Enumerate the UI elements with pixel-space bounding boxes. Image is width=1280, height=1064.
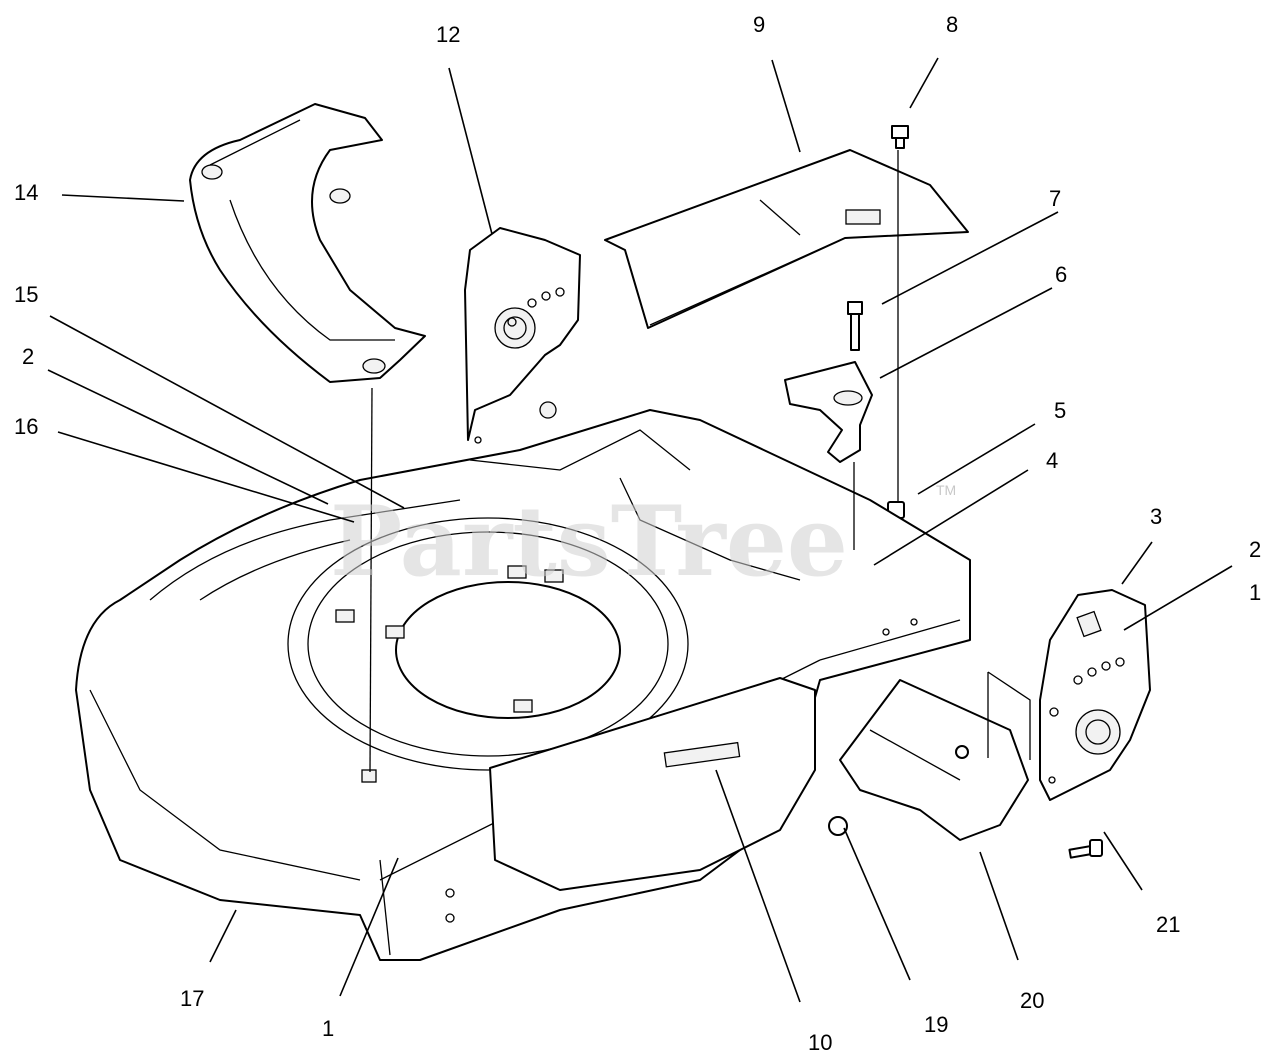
assembly-lines <box>369 150 1031 773</box>
callout-1-right: 1 <box>1249 580 1261 605</box>
callout-14: 14 <box>14 180 38 205</box>
callout-2-right: 2 <box>1249 537 1261 562</box>
part-12-left-bracket <box>464 227 581 444</box>
part-6-bracket <box>784 361 873 463</box>
callout-4: 4 <box>1046 448 1058 473</box>
callout-15: 15 <box>14 282 38 307</box>
callout-9: 9 <box>753 12 765 37</box>
callout-7: 7 <box>1049 186 1061 211</box>
part-9-rear-flap <box>604 149 969 329</box>
callout-16: 16 <box>14 414 38 439</box>
callout-21: 21 <box>1156 912 1180 937</box>
part-7-bolt <box>847 301 863 351</box>
callout-12: 12 <box>436 22 460 47</box>
callout-1-bottom: 1 <box>322 1016 334 1041</box>
callout-17: 17 <box>180 986 204 1011</box>
watermark: PartsTree <box>330 485 848 598</box>
part-20-chute-plate <box>839 679 1029 841</box>
part-14-baffle <box>189 103 426 383</box>
callout-20: 20 <box>1020 988 1044 1013</box>
callout-labels: 12 9 8 14 7 6 15 2 16 5 4 3 2 1 21 17 1 … <box>14 12 1261 1055</box>
callout-3: 3 <box>1150 504 1162 529</box>
callout-19: 19 <box>924 1012 948 1037</box>
callout-6: 6 <box>1055 262 1067 287</box>
part-10-front-panel <box>489 677 816 891</box>
watermark-trademark: TM <box>936 482 956 498</box>
callout-2-left: 2 <box>22 344 34 369</box>
part-21-bolt <box>1068 839 1103 859</box>
part-8-bolt <box>891 125 909 149</box>
callout-10: 10 <box>808 1030 832 1055</box>
callout-5: 5 <box>1054 398 1066 423</box>
part-3-right-bracket <box>1039 589 1151 801</box>
leader-lines <box>47 57 1233 1003</box>
callout-8: 8 <box>946 12 958 37</box>
part-19-nut <box>828 816 848 836</box>
